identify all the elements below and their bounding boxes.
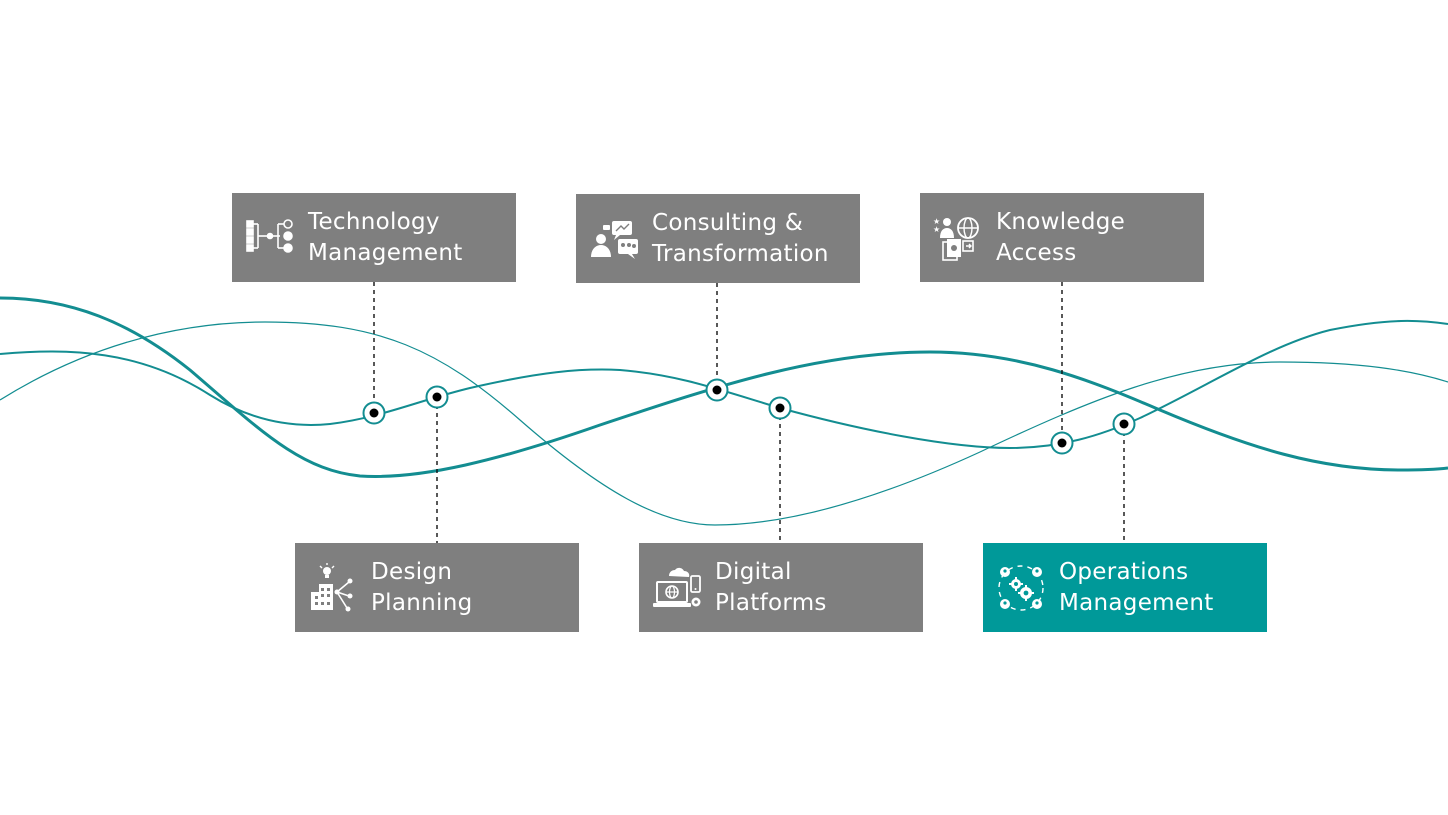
svg-text:★: ★ — [933, 217, 940, 226]
card-label-line2: Planning — [371, 589, 473, 616]
wave-line-thin — [0, 321, 1448, 526]
node-knowledge-access[interactable] — [1050, 431, 1074, 455]
card-knowledge-access-label: Knowledge Access — [996, 207, 1125, 269]
card-label-line1: Operations — [1059, 558, 1189, 585]
card-label-line2: Transformation — [652, 240, 829, 267]
card-label-line1: Knowledge — [996, 208, 1126, 235]
card-label-line2: Management — [1059, 589, 1214, 616]
node-design-planning[interactable] — [425, 385, 449, 409]
card-technology-management-label: Technology Management — [308, 207, 463, 269]
card-consulting-transformation-label: Consulting & Transformation — [652, 208, 829, 270]
hierarchy-network-icon — [244, 212, 296, 264]
wave-lines — [0, 296, 1448, 526]
expert-globe-documents-icon: ★ ★ — [932, 212, 984, 264]
card-label-line1: Consulting & — [652, 209, 804, 236]
card-label-line1: Design — [371, 558, 453, 585]
connector-lines — [373, 282, 1125, 543]
card-design-planning-label: Design Planning — [371, 557, 472, 619]
card-label-line1: Technology — [308, 208, 440, 235]
card-digital-platforms-label: Digital Platforms — [715, 557, 827, 619]
card-label-line2: Management — [308, 239, 463, 266]
card-design-planning[interactable]: Design Planning — [295, 543, 579, 632]
card-technology-management[interactable]: Technology Management — [232, 193, 516, 282]
laptop-cloud-devices-icon — [651, 562, 703, 614]
building-lightbulb-icon — [307, 562, 359, 614]
node-consulting-transformation[interactable] — [705, 378, 729, 402]
card-digital-platforms[interactable]: Digital Platforms — [639, 543, 923, 632]
node-operations-management[interactable] — [1112, 412, 1136, 436]
card-label-line2: Access — [996, 239, 1077, 266]
people-chat-icon — [588, 213, 640, 265]
card-knowledge-access[interactable]: ★ ★ Knowledge Access — [920, 193, 1204, 282]
wave-nodes — [362, 378, 1136, 455]
node-technology-management[interactable] — [362, 401, 386, 425]
gears-people-cycle-icon — [995, 562, 1047, 614]
wave-line-medium — [0, 319, 1448, 450]
card-operations-management-label: Operations Management — [1059, 557, 1214, 619]
card-label-line2: Platforms — [715, 589, 827, 616]
svg-text:★: ★ — [933, 225, 940, 234]
card-consulting-transformation[interactable]: Consulting & Transformation — [576, 194, 860, 283]
card-operations-management[interactable]: Operations Management — [983, 543, 1267, 632]
card-label-line1: Digital — [715, 558, 792, 585]
node-digital-platforms[interactable] — [768, 396, 792, 420]
